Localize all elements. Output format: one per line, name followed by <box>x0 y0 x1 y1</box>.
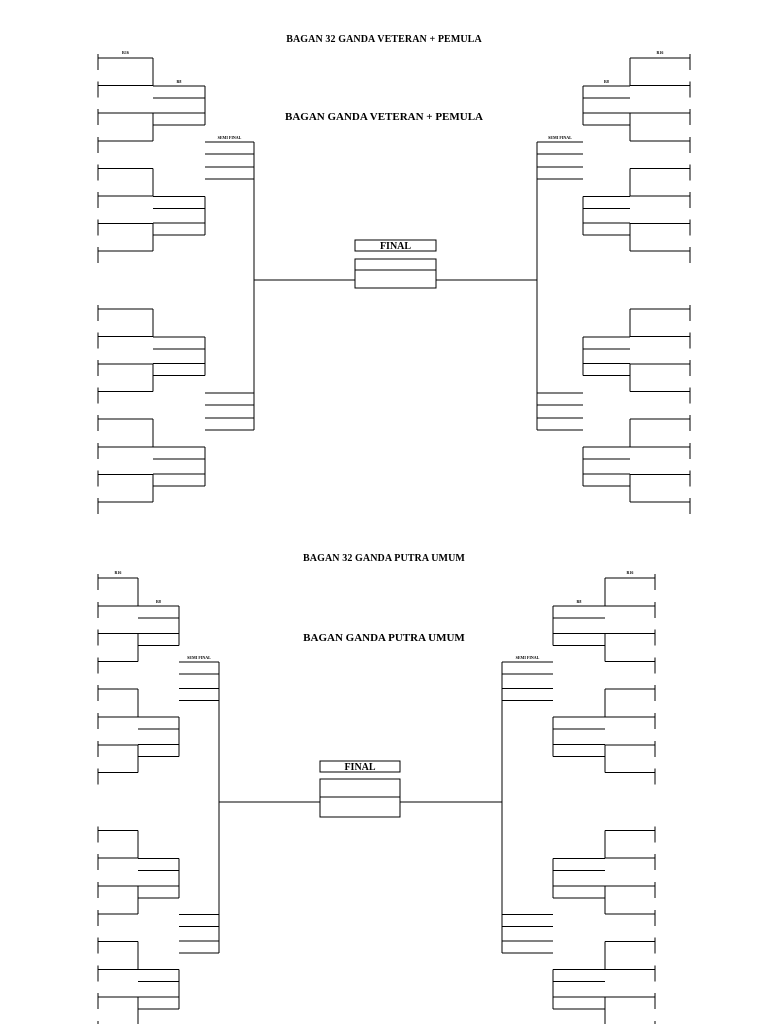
round-label-r16-right: R16 <box>657 50 664 55</box>
round-label-semi-left: SEMI FINAL <box>218 135 242 140</box>
round-label-r8-left: R8 <box>177 79 182 84</box>
bracket-subtitle-putra: BAGAN GANDA PUTRA UMUM <box>303 632 465 644</box>
round-label-r8-right: R8 <box>604 79 609 84</box>
final-label-box <box>354 239 437 252</box>
bracket-title-veteran: BAGAN 32 GANDA VETERAN + PEMULA <box>286 34 482 45</box>
final-result-box <box>319 778 401 818</box>
round-label-r8-right: R8 <box>577 599 582 604</box>
bracket-subtitle-veteran: BAGAN GANDA VETERAN + PEMULA <box>285 111 483 123</box>
round-label-semi-left: SEMI FINAL <box>187 655 211 660</box>
round-label-r16-left: R16 <box>122 50 129 55</box>
bracket-title-putra: BAGAN 32 GANDA PUTRA UMUM <box>303 553 465 564</box>
final-label: FINAL <box>344 762 375 773</box>
round-label-r16-right: R16 <box>627 570 634 575</box>
round-label-semi-right: SEMI FINAL <box>516 655 540 660</box>
final-label-box <box>319 760 401 773</box>
final-result-box <box>354 258 437 289</box>
round-label-semi-right: SEMI FINAL <box>548 135 572 140</box>
final-label: FINAL <box>380 241 411 252</box>
round-label-r8-left: R8 <box>156 599 161 604</box>
round-label-r16-left: R16 <box>115 570 122 575</box>
